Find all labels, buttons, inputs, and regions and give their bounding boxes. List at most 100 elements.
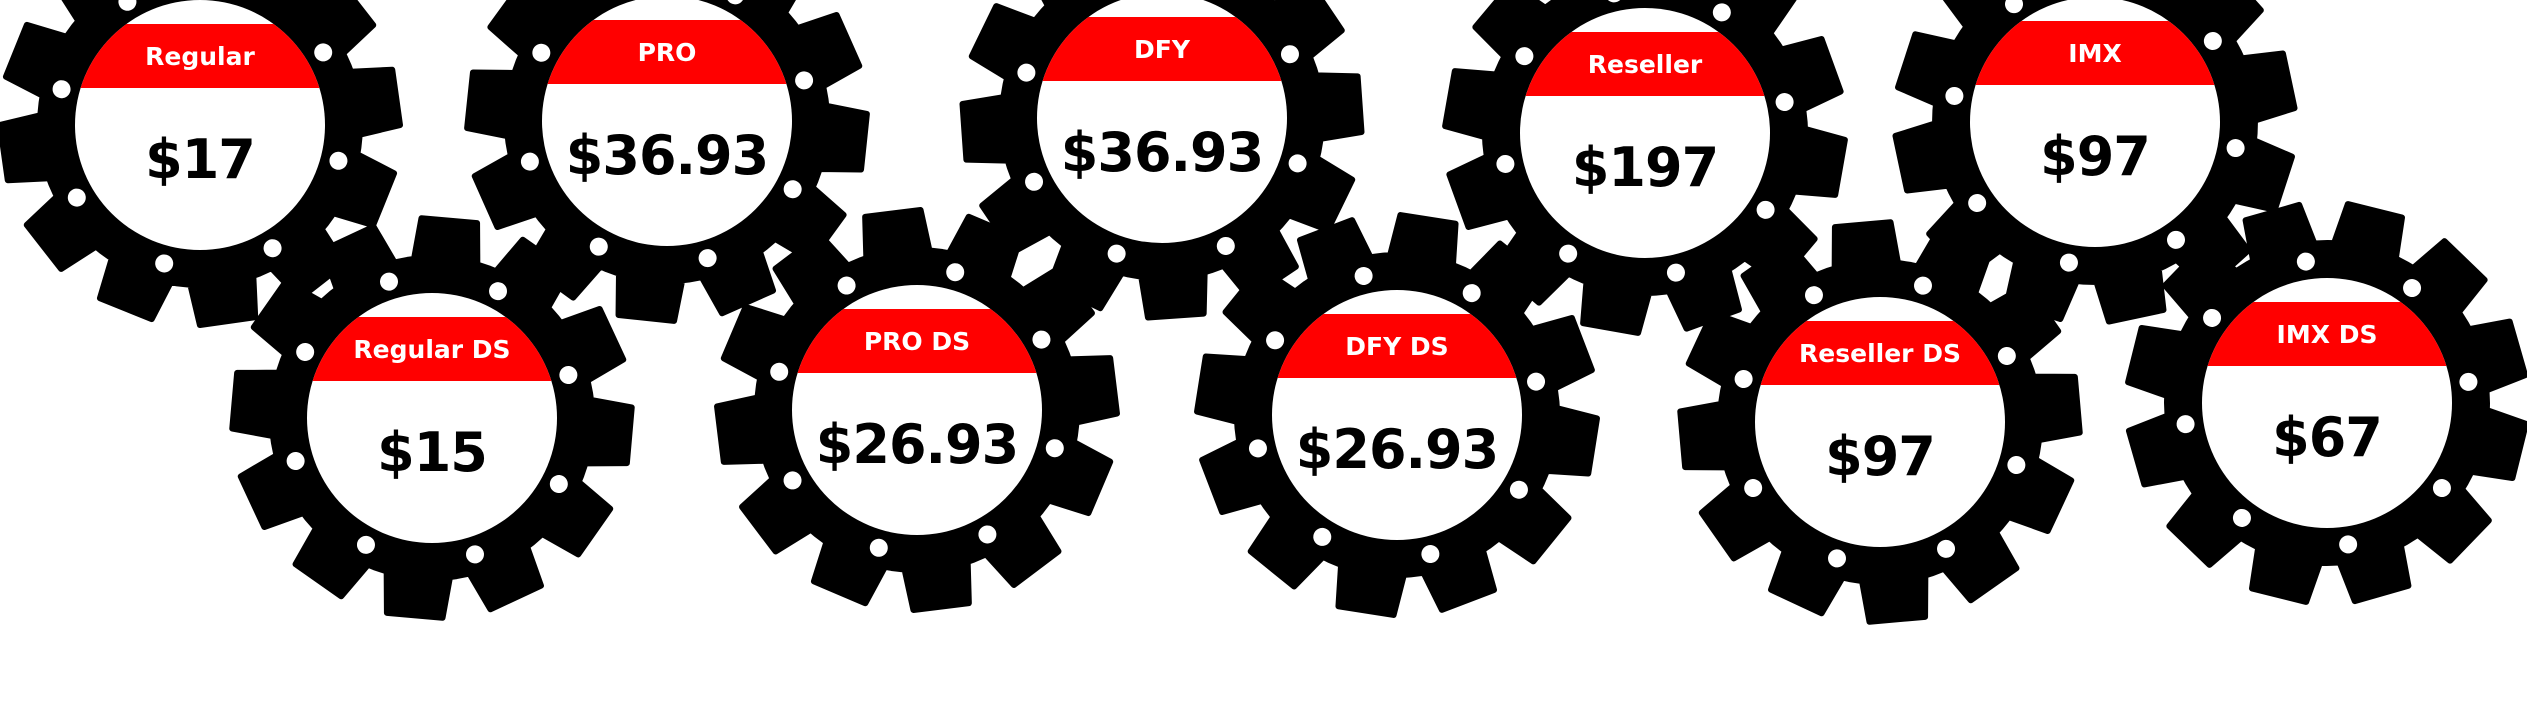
gear-imx: IMX $97 [1858,0,2332,359]
gear-imx-ds: IMX DS $67 [2085,161,2527,646]
gear-hole [770,362,789,381]
gear-hole [1734,370,1753,389]
plan-label: Regular [75,24,325,88]
gear-hole [1025,172,1044,191]
gear-hole [1313,527,1332,546]
gear-face: Reseller DS $97 [1755,297,2005,547]
gear-face: DFY DS $26.93 [1272,290,1522,540]
gear-hole [380,272,399,291]
gear-hole [1945,86,1964,105]
plan-label: DFY DS [1272,314,1522,378]
gear-hole [118,0,137,11]
gear-hole [2403,279,2422,298]
gear-hole [795,71,814,90]
gear-hole [2232,508,2251,527]
gear-hole [520,152,539,171]
gear-hole [1712,3,1731,22]
gear-hole [1509,480,1528,499]
plan-price: $26.93 [815,413,1019,476]
gear-hole [2432,479,2451,498]
gear-hole [1421,545,1440,564]
gear-hole [837,276,856,295]
gear-reseller: Reseller $197 [1413,0,1876,365]
plan-price: $15 [377,421,487,484]
gear-hole [783,471,802,490]
gear-hole [356,535,375,554]
plan-price: $26.93 [1295,418,1499,481]
plan-label: Regular DS [307,317,557,381]
gear-hole [465,545,484,564]
plan-price: $36.93 [565,123,769,187]
gear-hole [2007,455,2026,474]
plan-price: $97 [1825,425,1935,488]
gear-face: IMX DS $67 [2202,278,2452,528]
gear-hole [1496,154,1515,173]
gear-regular-ds: Regular DS $15 [215,201,648,634]
plan-label: PRO DS [792,309,1042,373]
plan-price: $17 [145,128,255,192]
plan-label: DFY [1037,17,1287,82]
gear-hole [67,188,86,207]
plan-price: $197 [1571,136,1719,200]
plan-label: PRO [542,19,792,85]
gear-hole [1045,439,1064,458]
gear-hole [1288,154,1307,173]
gear-pro: PRO $36.93 [447,0,887,341]
gear-dfy-ds: DFY DS $26.93 [1168,186,1626,644]
gear-hole [1216,236,1235,255]
gear-hole [2005,0,2024,14]
gear-hole [2176,415,2195,434]
gear-hole [1828,549,1847,568]
plan-price: $67 [2272,406,2382,469]
plan-label: IMX DS [2202,302,2452,366]
gear-hole [946,263,965,282]
gear-hole [1248,439,1267,458]
gear-hole [1462,284,1481,303]
gear-dfy: DFY $36.93 [949,0,1376,331]
gear-hole [1937,539,1956,558]
gear-hole [698,249,717,268]
gear-hole [2459,372,2478,391]
gear-hole [1107,244,1126,263]
gear-face: PRO DS $26.93 [792,285,1042,535]
gear-face: Reseller $197 [1520,8,1770,259]
plan-price: $36.93 [1060,121,1264,185]
gear-hole [559,366,578,385]
gear-hole [489,282,508,301]
gear-hole [2226,139,2245,158]
gear-hole [1968,193,1987,212]
gear-hole [286,451,305,470]
gear-face: Regular DS $15 [307,293,557,543]
gear-hole [1666,263,1685,282]
gear-hole [783,180,802,199]
gear-hole [1804,286,1823,305]
gear-face: PRO $36.93 [542,0,792,247]
gear-hole [549,475,568,494]
gear-hole [2166,230,2185,249]
gear-hole [589,237,608,256]
gear-hole [263,239,282,258]
gear-hole [2339,535,2358,554]
plan-label: Reseller DS [1755,321,2005,385]
gear-hole [1744,479,1763,498]
gear-hole [1527,372,1546,391]
plan-label: IMX [1970,21,2220,86]
gear-hole [869,538,888,557]
gear-hole [1913,276,1932,295]
gear-hole [1775,93,1794,112]
plan-label: Reseller [1520,31,1770,97]
gear-hole [52,80,71,99]
gear-hole [978,525,997,544]
gear-hole [2059,253,2078,272]
gear-reseller-ds: Reseller DS $97 [1663,205,2096,638]
gear-pro-ds: PRO DS $26.93 [694,187,1140,633]
gear-hole [1559,244,1578,263]
gear-hole [1756,200,1775,219]
gear-hole [155,254,174,273]
gear-hole [1017,63,1036,82]
gear-hole [329,151,348,170]
gear-hole [2296,252,2315,271]
gear-hole [1354,266,1373,285]
gear-regular: Regular $17 [0,0,426,351]
